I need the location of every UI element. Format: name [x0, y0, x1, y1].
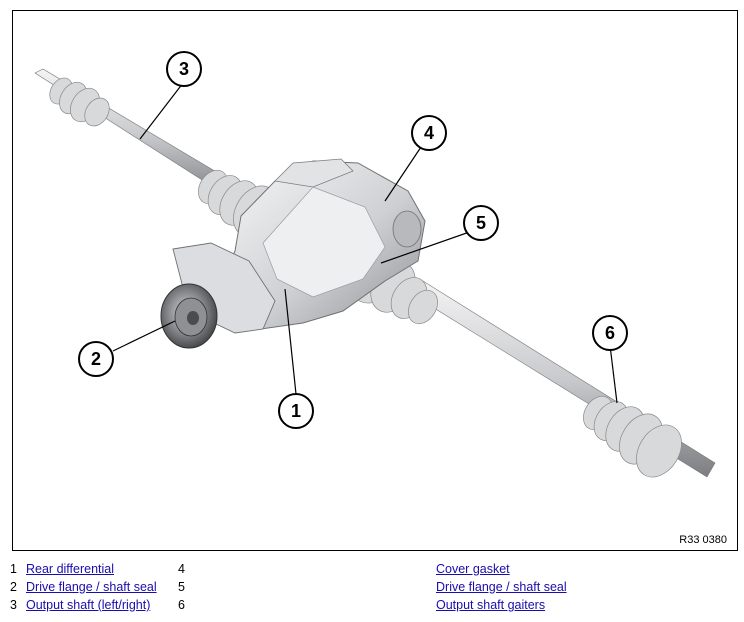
legend-row: 2 Drive flange / shaft seal 5 Drive flan…: [0, 578, 744, 596]
legend-link-rear-differential[interactable]: Rear differential: [26, 562, 115, 576]
legend-link-output-shaft-gaiters[interactable]: Output shaft gaiters: [436, 598, 546, 612]
legend-number: 5: [178, 580, 185, 594]
legend-number: 6: [178, 598, 185, 612]
figure-code: R33 0380: [679, 534, 727, 546]
callout-5: 5: [463, 205, 499, 241]
callout-1: 1: [278, 393, 314, 429]
legend-link-drive-flange-shaft-seal[interactable]: Drive flange / shaft seal: [26, 580, 157, 594]
legend-row: 1 Rear differential 4 Cover gasket: [0, 560, 744, 578]
callout-4: 4: [411, 115, 447, 151]
legend-row: 3 Output shaft (left/right) 6 Output sha…: [0, 596, 744, 614]
legend-number: 1: [10, 562, 17, 576]
leader-lines: [112, 82, 618, 404]
callout-3: 3: [166, 51, 202, 87]
callout-2: 2: [78, 341, 114, 377]
drive-flange: [160, 283, 218, 349]
callout-6: 6: [592, 315, 628, 351]
legend-number: 2: [10, 580, 17, 594]
legend-number: 3: [10, 598, 17, 612]
legend-number: 4: [178, 562, 185, 576]
legend-link-output-shaft[interactable]: Output shaft (left/right): [26, 598, 151, 612]
legend-link-cover-gasket[interactable]: Cover gasket: [436, 562, 510, 576]
diagram-figure: 3 4 5 6 2 1 R33 0380: [12, 10, 738, 551]
axle-illustration: [34, 68, 716, 478]
legend-link-drive-flange-shaft-seal-2[interactable]: Drive flange / shaft seal: [436, 580, 567, 594]
